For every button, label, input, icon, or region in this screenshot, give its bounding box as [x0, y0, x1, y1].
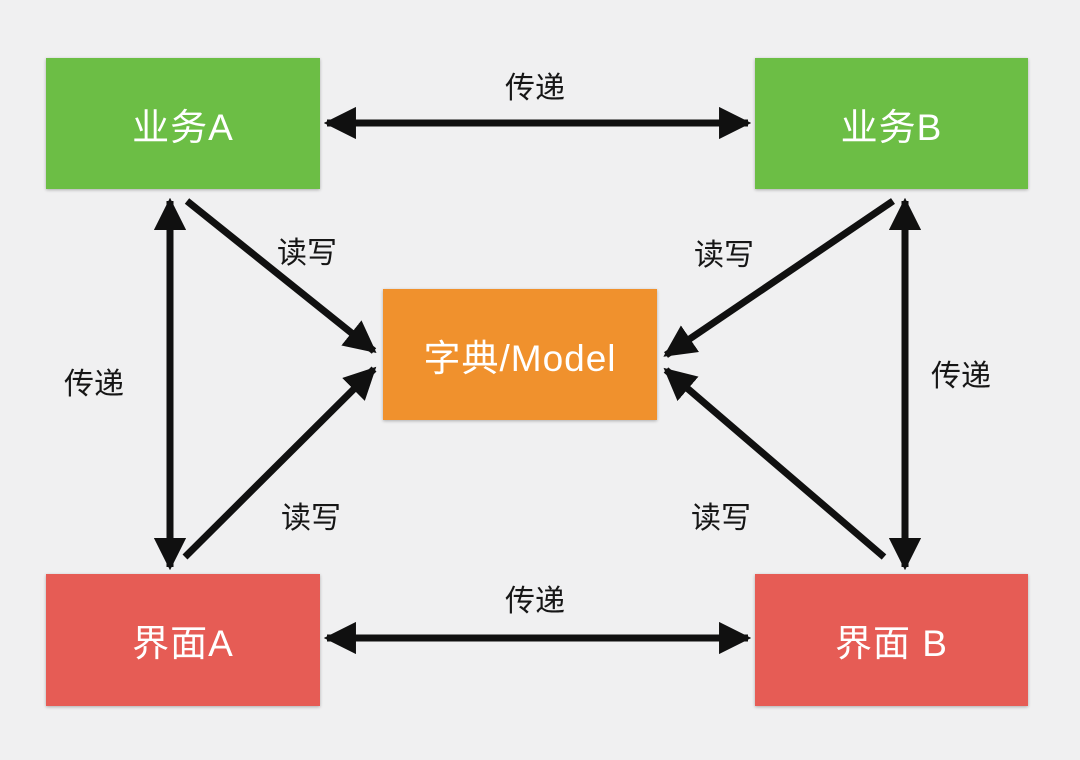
node-business-a-label: 业务A: [132, 106, 234, 148]
edge-label-top-transfer: 传递: [505, 72, 565, 105]
edge-uia-model-arrow: [182, 366, 377, 560]
edge-label-right-transfer: 传递: [931, 360, 991, 393]
node-interface-b-label: 界面 B: [835, 623, 948, 664]
edge-label-bottom-transfer: 传递: [505, 585, 565, 618]
edge-label-lowerright-readwrite: 读写: [691, 502, 751, 535]
edge-label-upperright-readwrite: 读写: [694, 239, 754, 272]
edge-label-lowerleft-readwrite: 读写: [281, 502, 341, 535]
node-dictionary-model: 字典/Model: [383, 289, 657, 420]
edge-label-upperleft-readwrite: 读写: [277, 237, 337, 270]
node-interface-b: 界面 B: [755, 574, 1028, 706]
node-dictionary-model-label: 字典/Model: [423, 337, 617, 379]
node-interface-a-label: 界面A: [132, 623, 234, 664]
edge-bizb-model-arrow: [663, 198, 895, 358]
node-business-a: 业务A: [46, 58, 320, 189]
node-interface-a: 界面A: [46, 574, 320, 706]
node-business-b-label: 业务B: [840, 106, 943, 148]
edge-uib-model-arrow: [663, 367, 887, 560]
edge-biza-model-arrow: [184, 198, 377, 354]
node-business-b: 业务B: [755, 58, 1028, 189]
edge-label-left-transfer: 传递: [64, 368, 124, 401]
